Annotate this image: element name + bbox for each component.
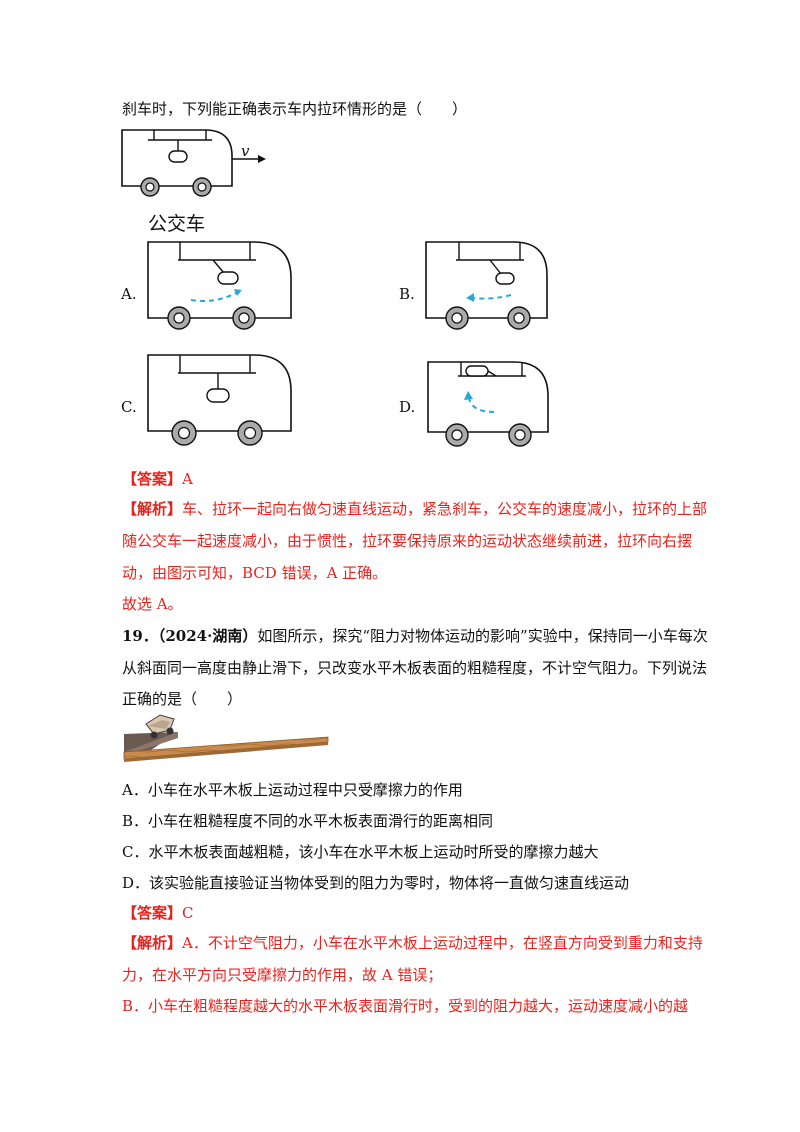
q19-stem-line-3: 正确的是（ ） (122, 690, 243, 708)
bus-option-a (147, 241, 292, 330)
option-a-label: A. (121, 285, 137, 303)
answer-label: 【答案】 (122, 904, 183, 922)
analysis-text: A．不计空气阻力，小车在水平木板上运动过程中，在竖直方向受到重力和支持 (182, 934, 703, 952)
bus-option-d (427, 361, 549, 447)
q19-stem-line-2: 从斜面同一高度由静止滑下，只改变水平木板表面的粗糙程度，不计空气阻力。下列说法 (122, 659, 708, 677)
bus-option-c (147, 354, 292, 446)
analysis-label: 【解析】 (122, 500, 183, 518)
q19-analysis-line-1: 【解析】A．不计空气阻力，小车在水平木板上运动过程中，在竖直方向受到重力和支持 (122, 933, 703, 953)
answer-value: A (182, 470, 193, 488)
q19-option-b: B．小车在粗糙程度不同的水平木板表面滑行的距离相同 (122, 812, 494, 830)
q19-answer: 【答案】C (122, 903, 194, 923)
q19-source: （2024·湖南） (157, 627, 258, 645)
answer-value: C (182, 904, 194, 922)
q19-stem-line-1: 19．（2024·湖南）如图所示，探究“阻力对物体运动的影响”实验中，保持同一小… (122, 626, 708, 646)
answer-label: 【答案】 (122, 470, 183, 488)
bus-main-figure (121, 129, 266, 197)
q19-option-d: D．该实验能直接验证当物体受到的阻力为零时，物体将一直做匀速直线运动 (122, 874, 630, 892)
q19-analysis-line-3: B．小车在粗糙程度越大的水平木板表面滑行时，受到的阻力越大，运动速度减小的越 (122, 997, 689, 1015)
ramp-board-figure (123, 714, 329, 762)
q18-analysis-line-1: 【解析】车、拉环一起向右做匀速直线运动，紧急刹车，公交车的速度减小，拉环的上部 (122, 499, 707, 519)
q19-number: 19． (122, 627, 158, 645)
q18-stem: 刹车时，下列能正确表示车内拉环情形的是（ ） (122, 100, 468, 118)
q19-option-a: A．小车在水平木板上运动过程中只受摩擦力的作用 (122, 781, 463, 799)
analysis-label: 【解析】 (122, 934, 183, 952)
q18-analysis-line-2: 随公交车一起速度减小，由于惯性，拉环要保持原来的运动状态继续前进，拉环向右摆 (122, 532, 693, 550)
q18-conclusion: 故选 A。 (122, 595, 183, 613)
option-b-label: B. (399, 285, 415, 303)
bus-caption: 公交车 (148, 213, 206, 235)
q19-analysis-line-2: 力，在水平方向只受摩擦力的作用，故 A 错误； (122, 966, 443, 984)
bus-option-b (425, 241, 548, 330)
q18-answer: 【答案】A (122, 469, 193, 489)
velocity-label: v (241, 142, 250, 160)
option-d-label: D. (399, 398, 416, 416)
analysis-text: 车、拉环一起向右做匀速直线运动，紧急刹车，公交车的速度减小，拉环的上部 (182, 500, 708, 518)
q19-option-c: C．水平木板表面越粗糙，该小车在水平木板上运动时所受的摩擦力越大 (122, 843, 599, 861)
q19-stem-text: 如图所示，探究“阻力对物体运动的影响”实验中，保持同一小车每次 (257, 627, 708, 645)
option-c-label: C. (121, 398, 137, 416)
q18-analysis-line-3: 动，由图示可知，BCD 错误，A 正确。 (122, 564, 388, 582)
